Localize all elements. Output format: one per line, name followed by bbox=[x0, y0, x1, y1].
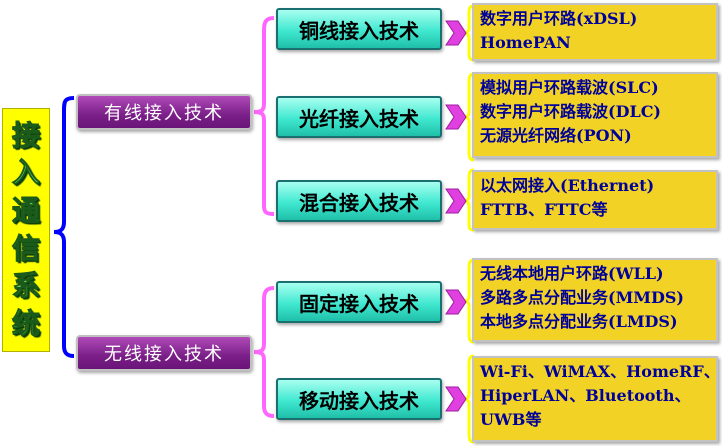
root-node: 接 入 通 信 系 统 bbox=[2, 108, 50, 352]
copper-access-node: 铜线接入技术 bbox=[276, 8, 442, 50]
brace-root bbox=[53, 96, 75, 358]
arrow-right-icon bbox=[445, 20, 467, 46]
technology-item: HiperLAN、Bluetooth、 bbox=[480, 386, 691, 405]
technology-item: Wi-Fi、WiMAX、HomeRF、 bbox=[480, 362, 720, 381]
arrow-right-icon bbox=[445, 104, 467, 130]
technology-item: FTTB、FTTC等 bbox=[480, 200, 608, 219]
arrow-right-icon bbox=[445, 188, 467, 214]
root-char: 接 bbox=[11, 118, 40, 152]
fixed-technologies-box: 无线本地用户环路(WLL) 多路多点分配业务(MMDS) 本地多点分配业务(LM… bbox=[472, 258, 718, 342]
arrow-right-icon bbox=[445, 386, 467, 412]
brace-wireless bbox=[253, 286, 275, 418]
root-char: 系 bbox=[11, 269, 40, 303]
root-char: 统 bbox=[11, 307, 40, 341]
technology-item: 数字用户环路载波(DLC) bbox=[480, 102, 662, 121]
root-char: 信 bbox=[11, 231, 40, 265]
technology-item: 模拟用户环路载波(SLC) bbox=[480, 78, 659, 97]
brace-wired bbox=[253, 16, 275, 216]
root-char: 通 bbox=[11, 194, 40, 228]
wireless-access-node: 无线接入技术 bbox=[76, 335, 252, 371]
fiber-technologies-box: 模拟用户环路载波(SLC) 数字用户环路载波(DLC) 无源光纤网络(PON) bbox=[472, 72, 718, 158]
technology-item: HomePAN bbox=[480, 33, 571, 52]
hybrid-technologies-box: 以太网接入(Ethernet) FTTB、FTTC等 bbox=[472, 170, 718, 230]
mobile-access-node: 移动接入技术 bbox=[276, 378, 442, 420]
mobile-technologies-box: Wi-Fi、WiMAX、HomeRF、 HiperLAN、Bluetooth、 … bbox=[472, 356, 720, 442]
arrow-right-icon bbox=[445, 289, 467, 315]
fiber-access-node: 光纤接入技术 bbox=[276, 96, 442, 138]
technology-item: 以太网接入(Ethernet) bbox=[480, 176, 655, 195]
root-char: 入 bbox=[11, 156, 40, 190]
copper-technologies-box: 数字用户环路(xDSL) HomePAN bbox=[472, 3, 718, 61]
technology-item: 无源光纤网络(PON) bbox=[480, 126, 632, 145]
technology-item: 多路多点分配业务(MMDS) bbox=[480, 288, 684, 307]
fixed-access-node: 固定接入技术 bbox=[276, 281, 442, 323]
technology-item: 无线本地用户环路(WLL) bbox=[480, 264, 664, 283]
hybrid-access-node: 混合接入技术 bbox=[276, 180, 442, 222]
technology-item: UWB等 bbox=[480, 410, 542, 429]
wired-access-node: 有线接入技术 bbox=[76, 94, 252, 130]
technology-item: 本地多点分配业务(LMDS) bbox=[480, 312, 678, 331]
technology-item: 数字用户环路(xDSL) bbox=[480, 9, 638, 28]
